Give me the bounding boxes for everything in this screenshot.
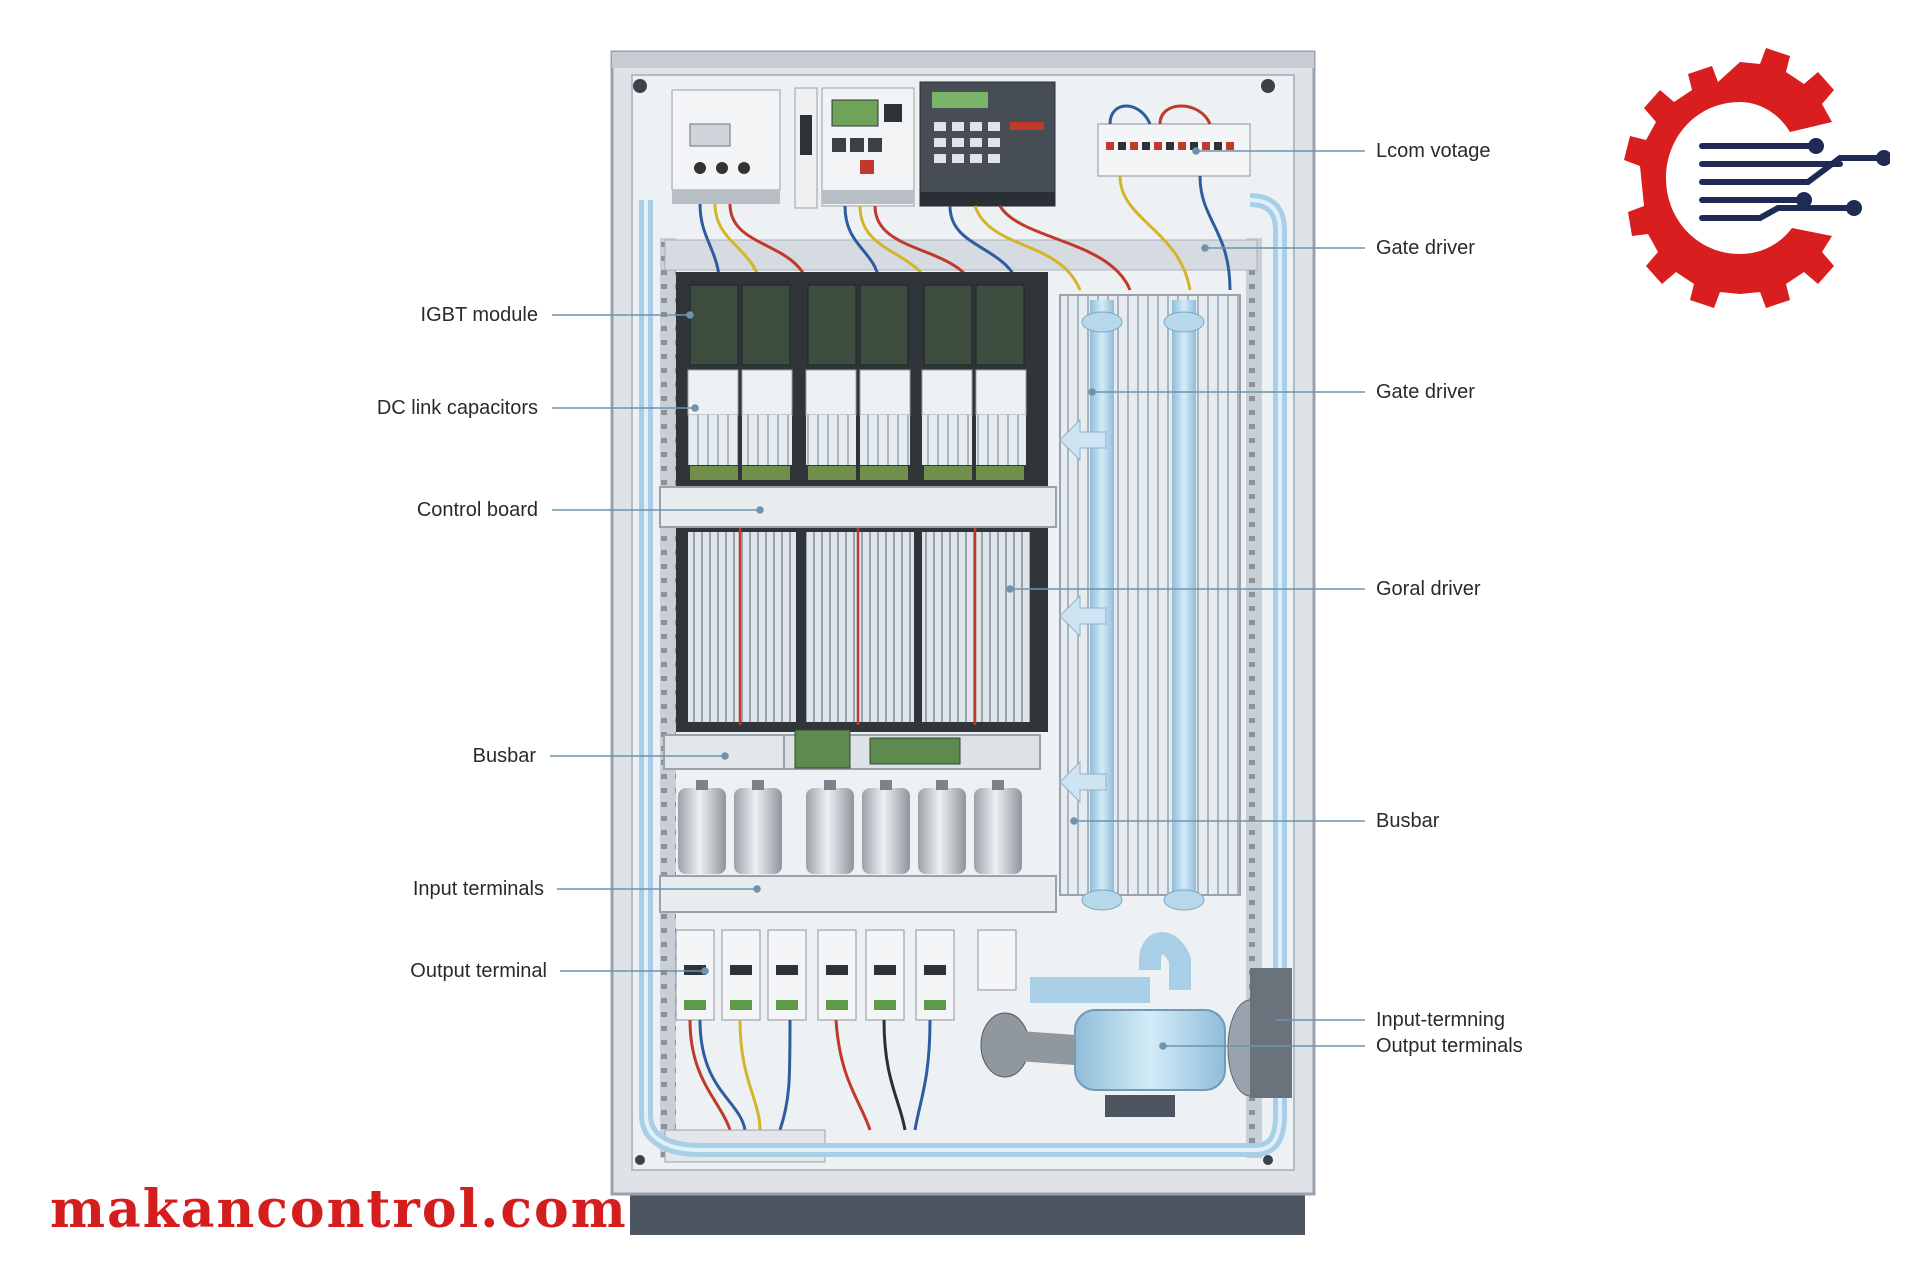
label-busbar-right: Busbar [1376,810,1440,832]
busbar-bar [663,734,785,770]
label-control-board: Control board [416,499,538,521]
top-breaker-strip [1097,123,1251,177]
label-igbt-module: IGBT module [420,304,538,326]
top-device-controller [919,81,1056,207]
output-wiring [688,1019,932,1131]
dc-link-capacitors [678,780,1022,874]
mounting-rail-right [1246,238,1262,1158]
driver-board-left [794,729,851,769]
label-output-terminals: Output terminals [1376,1035,1523,1057]
driver-board-right [869,737,961,765]
coolant-loop-highlight [644,198,1282,1152]
coolant-pump [980,932,1292,1117]
cabinet-base [630,1190,1305,1235]
gear-circuit-logo-icon [1624,48,1890,308]
website-watermark: makancontrol.com [50,1179,628,1240]
label-gate-driver-2: Gate driver [1376,381,1475,403]
control-board-bar [659,486,1057,528]
heatsink-bank [676,528,1048,728]
label-dc-link-capacitors: DC link capacitors [376,397,538,419]
input-terminal-bar [659,875,1057,913]
label-input-terminals: Input terminals [412,878,544,900]
top-device-plc [794,87,915,209]
label-gate-driver-1: Gate driver [1376,237,1475,259]
label-input-termning: Input-termning [1376,1009,1505,1031]
corner-bolts [633,79,1275,1165]
label-lcom-votage: Lcom votage [1376,140,1491,162]
label-busbar-left: Busbar [472,745,536,767]
top-device-meter [671,89,781,204]
mounting-rail-left [660,238,676,1158]
label-output-terminal: Output terminal [410,960,547,982]
cabinet-top-rim [612,52,1314,68]
label-goral-driver: Goral driver [1376,578,1481,600]
